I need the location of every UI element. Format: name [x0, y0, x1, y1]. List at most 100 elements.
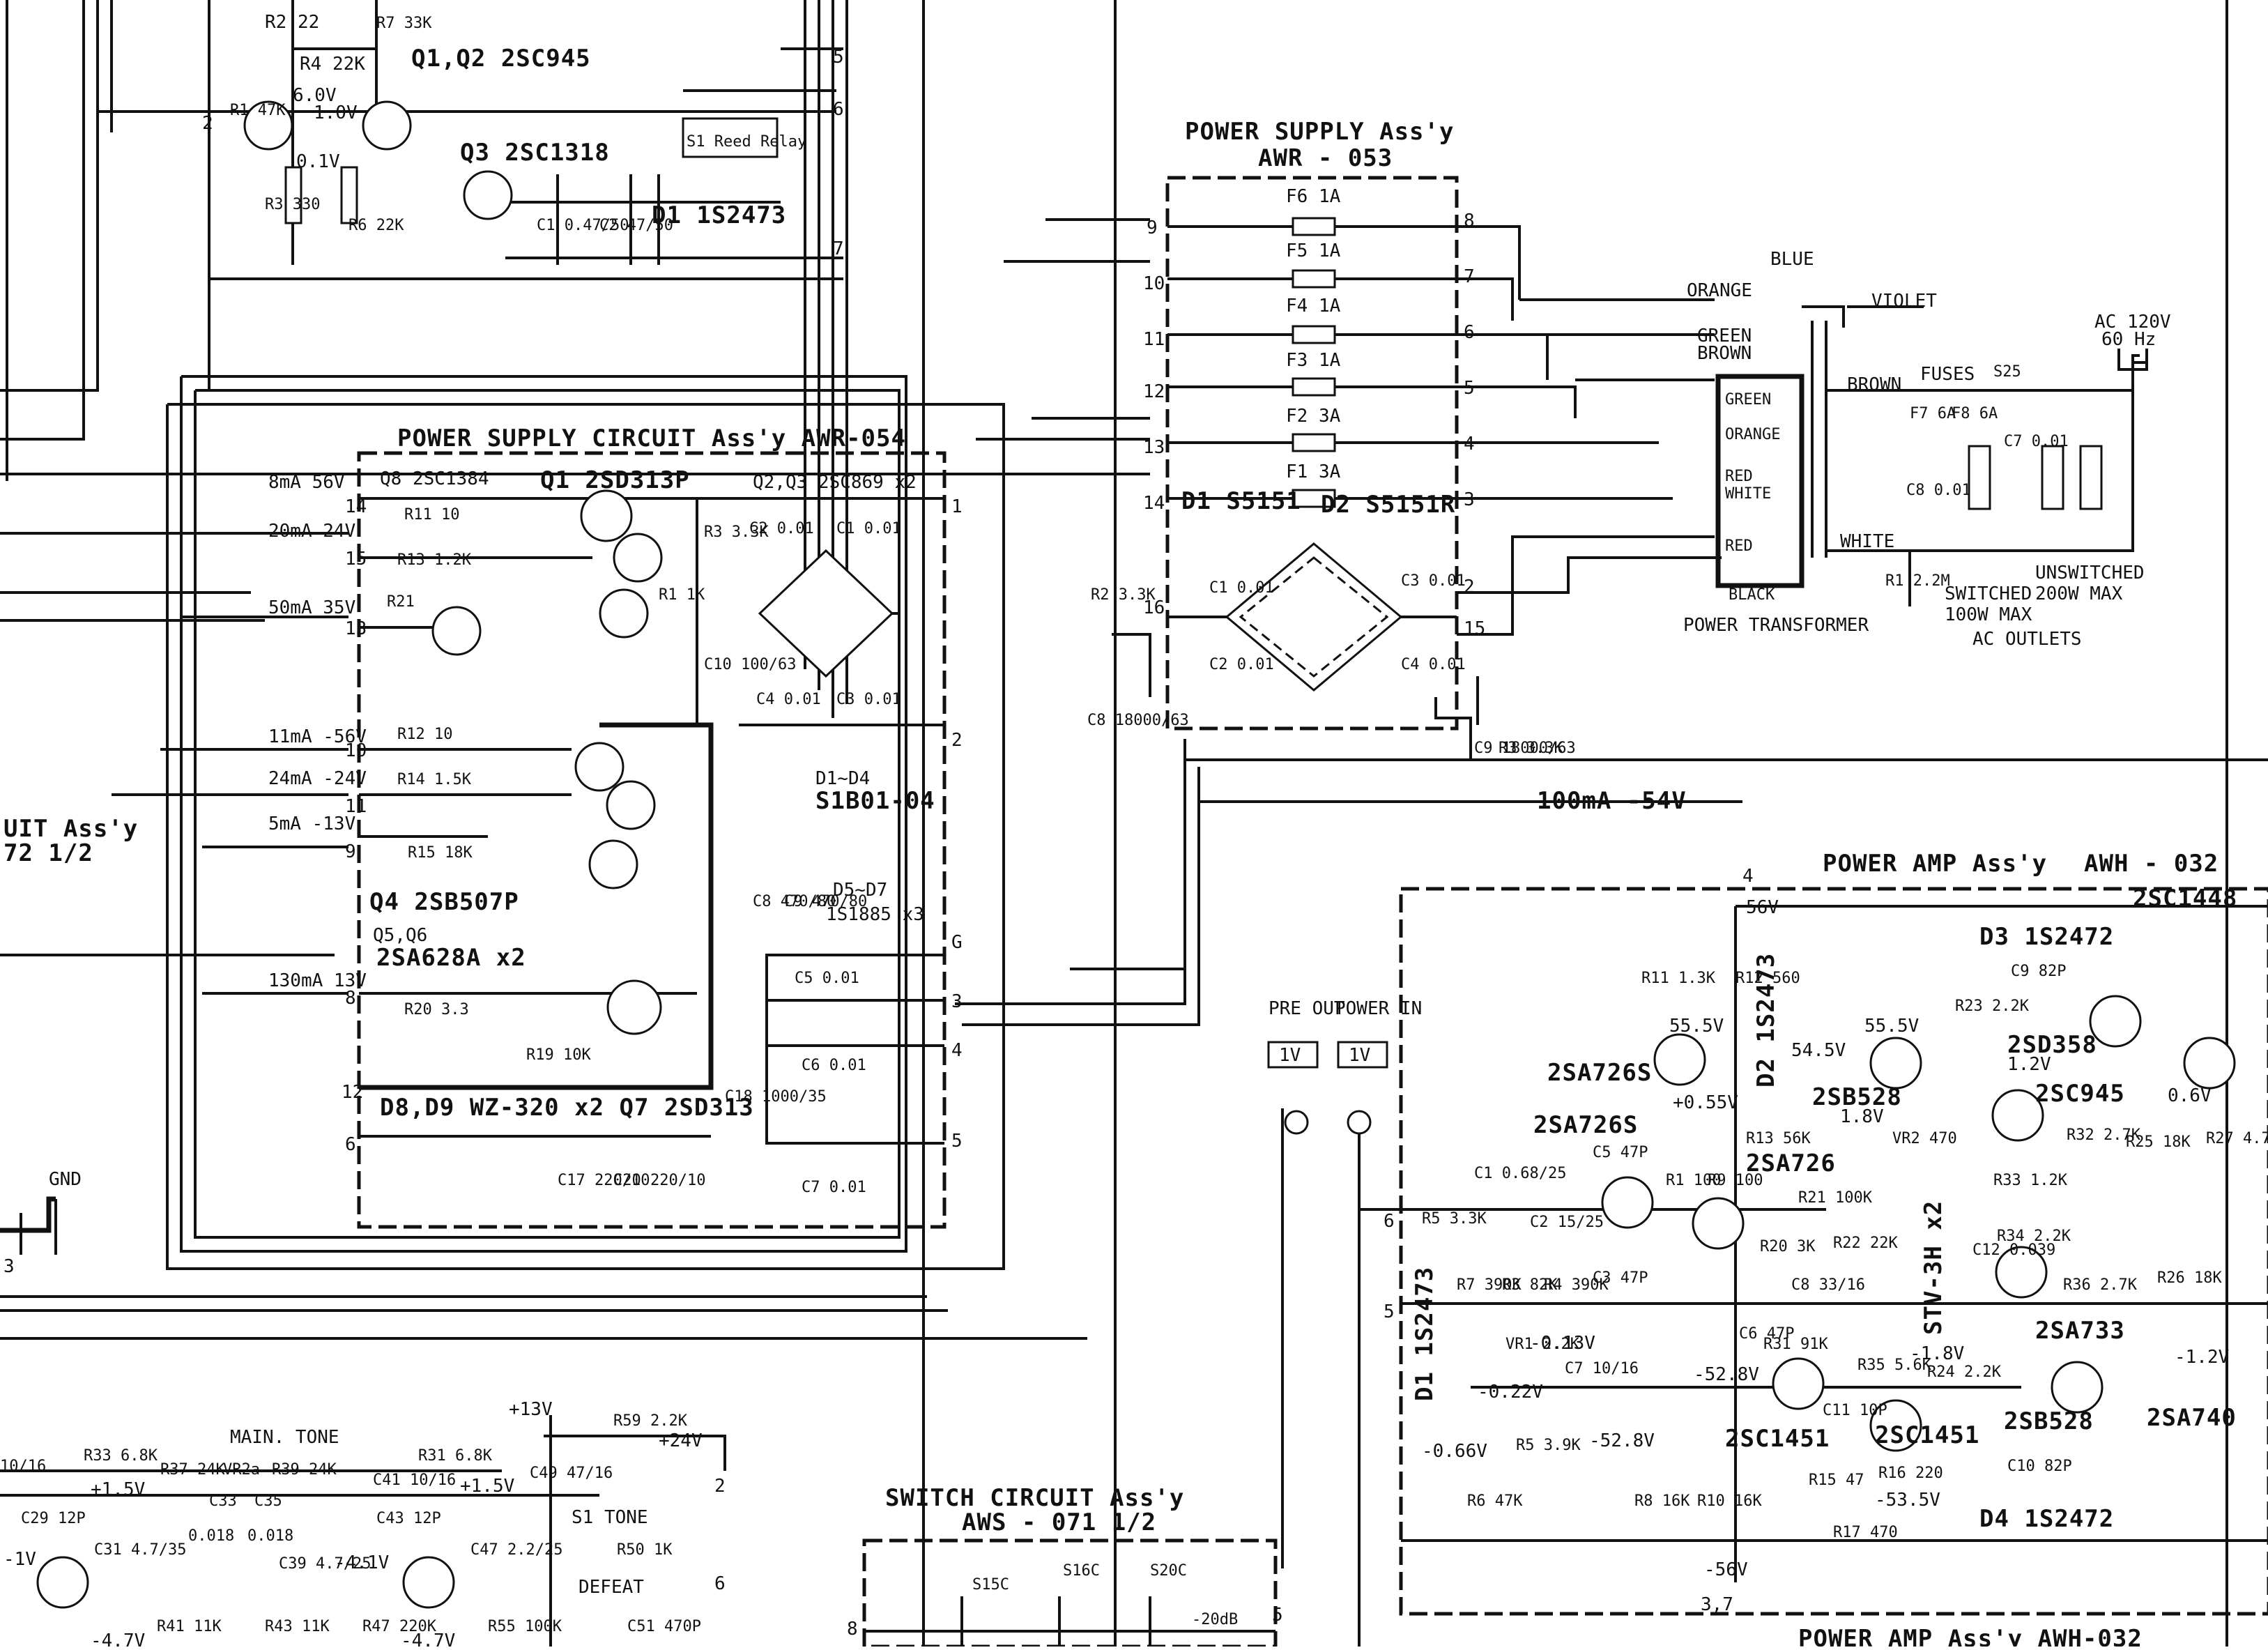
q2q3-part: Q2,Q3 2SC869 x2 — [753, 472, 917, 493]
switch-term-8: 8 — [847, 1619, 858, 1640]
tone-r59: R59 2.2K — [613, 1412, 688, 1430]
tone-r43: R43 11K — [265, 1618, 330, 1635]
t053-12: 12 — [1143, 381, 1165, 402]
tone-c35v: 0.018 — [247, 1527, 293, 1545]
tone-term-6: 6 — [714, 1573, 726, 1594]
bottom-title: POWER AMP Ass'y AWH-032 — [1798, 1625, 2143, 1647]
d1-part: D1 1S2473 — [652, 201, 786, 229]
fuse-f2: F2 3A — [1286, 406, 1341, 427]
amp-c11: C11 10P — [1823, 1402, 1887, 1419]
power-supply-053: POWER SUPPLY Ass'y AWR - 053 F6 1A F5 1A… — [1087, 118, 1686, 815]
c6-054-label: C6 0.01 — [802, 1057, 866, 1074]
tap-orange: ORANGE — [1725, 426, 1780, 443]
transformer-box — [1715, 374, 1805, 588]
amp-title: POWER AMP Ass'y — [1823, 850, 2047, 878]
r13-label: R13 1.2K — [397, 551, 472, 569]
wire-green: GREEN — [1697, 326, 1752, 346]
t053-13: 13 — [1143, 437, 1165, 458]
tone-c33: C33 — [209, 1492, 237, 1510]
transformer-section: BLUE ORANGE VIOLET GREEN BROWN GREEN ORA… — [1457, 225, 2171, 650]
q5q6-part: 2SA628A x2 — [376, 944, 526, 972]
amp-r8: R8 16K — [1634, 1492, 1690, 1510]
tone-15v-a: +1.5V — [91, 1479, 145, 1500]
tone-c49: C49 47/16 — [530, 1465, 613, 1482]
amp-r13: R13 56K — [1746, 1130, 1811, 1147]
amp-vr1: VR1 2.2K — [1505, 1336, 1580, 1353]
tone-term-2: 2 — [714, 1476, 726, 1497]
amp-c5: C5 47P — [1593, 1144, 1648, 1161]
tone-c51: C51 470P — [627, 1618, 701, 1635]
tap-8ma: 8mA 56V — [268, 472, 345, 493]
ac-voltage: AC 120V — [2094, 312, 2171, 333]
tone-vr2a: VR2a — [223, 1461, 260, 1479]
tone-s1: S1 TONE — [572, 1507, 648, 1528]
amp-r1: R1 100 — [1666, 1172, 1721, 1189]
left-fragment: UIT Ass'y 72 1/2 GND 3 — [0, 815, 137, 1277]
c9-054-label: C9 470/80 — [784, 893, 867, 910]
v-12: 1.2V — [2007, 1054, 2051, 1075]
term-6: 6 — [833, 99, 844, 120]
amp-d1: D1 1S2473 — [1411, 1267, 1439, 1401]
unswitched-label: UNSWITCHED — [2035, 563, 2145, 583]
pri-white: WHITE — [1840, 531, 1894, 552]
t054-5: 5 — [951, 1131, 963, 1152]
t054-6: 6 — [345, 1134, 356, 1155]
v-555b: 55.5V — [1864, 1016, 1919, 1037]
tone-41v: -4.1V — [335, 1552, 389, 1573]
t054-13: 13 — [345, 618, 367, 639]
tone-c47: C47 2.2/25 — [470, 1541, 562, 1559]
r6-label: R6 22K — [348, 217, 404, 234]
tone-r31: R31 6.8K — [418, 1447, 493, 1465]
amp-r22: R22 22K — [1833, 1235, 1898, 1252]
c7-trans-label: C7 0.01 — [2004, 433, 2069, 450]
amp-c2: C2 15/25 — [1530, 1214, 1604, 1231]
pre-out-box — [1267, 1041, 1319, 1069]
main-tone-label: MAIN. TONE — [230, 1427, 339, 1448]
amp-c12: C12 0.039 — [1972, 1242, 2055, 1259]
r21-label: R21 — [387, 593, 415, 611]
v-56: 56V — [1746, 897, 1779, 918]
t-amp-37: 3,7 — [1701, 1594, 1733, 1615]
tone-r33: R33 6.8K — [84, 1447, 158, 1465]
amp-r6: R6 47K — [1467, 1492, 1523, 1510]
amp-r21: R21 100K — [1798, 1189, 1873, 1207]
v60-label: 6.0V — [293, 85, 337, 106]
left-code: 72 1/2 — [3, 839, 93, 867]
amp-c3: C3 47P — [1593, 1269, 1648, 1287]
amp-q10: 2SA740 — [2147, 1404, 2237, 1432]
amp-q2: 2SA726 — [1746, 1149, 1836, 1177]
power-in-value: 1V — [1349, 1045, 1370, 1066]
tone-c29: C29 12P — [21, 1510, 86, 1527]
unswitched-rating: 200W MAX — [2035, 583, 2123, 604]
s25-label: S25 — [1993, 363, 2021, 381]
amp-q7: 2SD358 — [2007, 1031, 2097, 1059]
f7-label: F7 6A — [1910, 405, 1956, 422]
switch-title: SWITCH CIRCUIT Ass'y — [885, 1484, 1184, 1512]
fuse-rows: F6 1A F5 1A F4 1A F3 1A F2 3A F1 3A — [1167, 186, 1457, 508]
tap-50ma: 50mA 35V — [268, 597, 355, 618]
v-neg12: -1.2V — [2175, 1347, 2229, 1368]
amp-r34: R34 2.2K — [1997, 1228, 2071, 1245]
tone-r41: R41 11K — [157, 1618, 222, 1635]
t054-14: 14 — [345, 496, 367, 517]
ps053-code: AWR - 053 — [1258, 144, 1393, 172]
v-neg022: -0.22V — [1478, 1382, 1543, 1403]
c9-label-053: C9 18000/63 — [1474, 740, 1576, 757]
amp-r10: R10 16K — [1697, 1492, 1762, 1510]
q7-part: D8,D9 WZ-320 x2 Q7 2SD313 — [380, 1094, 754, 1122]
r2-label: R2 22 — [265, 12, 319, 33]
tap-20ma: 20mA 24V — [268, 521, 355, 542]
amp-r7: R7 390K — [1457, 1276, 1522, 1294]
r20-label: R20 3.3 — [404, 1001, 469, 1018]
c8-label-053: C8 18000/63 — [1087, 712, 1189, 729]
amp-c10: C10 82P — [2007, 1458, 2072, 1475]
tone-13v: +13V — [509, 1399, 553, 1420]
t053-9: 9 — [1147, 217, 1158, 238]
tone-c43: C43 12P — [376, 1510, 441, 1527]
amp-q3: 2SA726S — [1547, 1059, 1652, 1087]
amp-q11: 2SC945 — [2035, 1080, 2125, 1108]
r15-label: R15 18K — [408, 844, 473, 862]
transformer-name: POWER TRANSFORMER — [1683, 615, 1869, 636]
tone-15v-b: +1.5V — [460, 1476, 514, 1497]
amp-r31: R31 91K — [1763, 1336, 1828, 1353]
